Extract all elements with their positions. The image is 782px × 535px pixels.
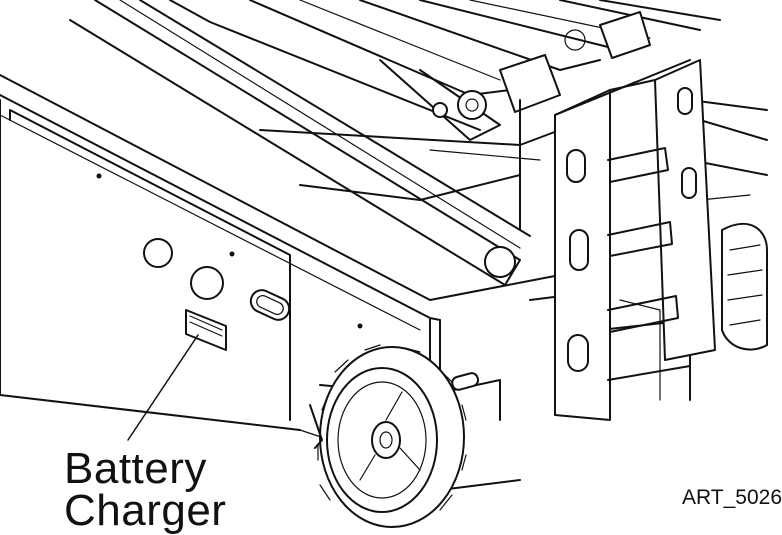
art-reference-number: ART_5026 [682, 486, 782, 509]
chassis [0, 74, 768, 491]
front-wheel [309, 344, 467, 528]
battery-charger-port [185, 309, 227, 351]
callout-line-1: Battery [64, 444, 207, 493]
scissor-arms [69, 0, 721, 286]
callout-line-2: Charger [64, 486, 227, 535]
rear-wheel [721, 223, 768, 351]
ladder [554, 59, 716, 421]
callout-leader-line [127, 334, 199, 441]
battery-charger-label: Battery Charger [64, 444, 227, 535]
